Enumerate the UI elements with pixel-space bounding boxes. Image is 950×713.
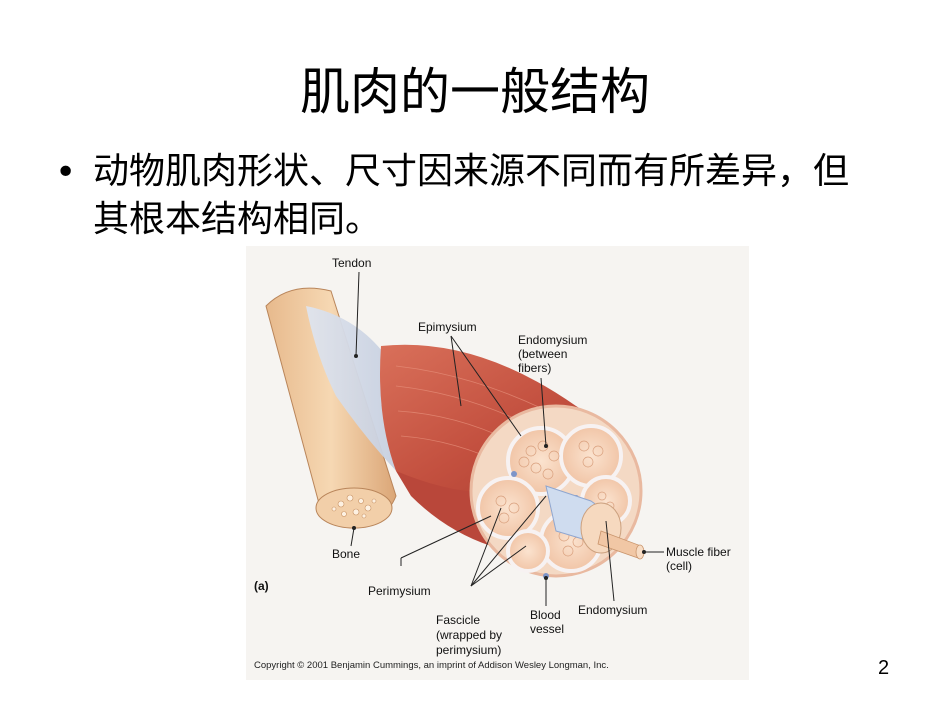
muscle-illustration bbox=[265, 271, 664, 606]
label-fascicle-2: (wrapped by bbox=[436, 628, 503, 642]
page-number: 2 bbox=[878, 657, 890, 679]
label-fascicle-1: Fascicle bbox=[436, 613, 481, 627]
bullet-text: 动物肌肉形状、尺寸因来源不同而有所差异，但其根本结构相同。 bbox=[93, 151, 850, 240]
label-endomysium-top-1: Endomysium bbox=[518, 333, 588, 347]
label-perimysium: Perimysium bbox=[368, 584, 431, 598]
cross-section bbox=[469, 404, 643, 579]
label-muscle-fiber-1: Muscle fiber bbox=[666, 545, 731, 559]
label-endomysium-top-3: fibers) bbox=[518, 361, 552, 375]
label-epimysium: Epimysium bbox=[418, 320, 477, 334]
slide-title: 肌肉的一般结构 bbox=[300, 63, 650, 121]
copyright-notice: Copyright © 2001 Benjamin Cummings, an i… bbox=[254, 660, 609, 671]
label-fascicle-3: perimysium) bbox=[436, 643, 502, 657]
panel-label: (a) bbox=[254, 579, 269, 593]
label-blood-vessel-2: vessel bbox=[530, 622, 565, 636]
bullet-marker: • bbox=[55, 152, 77, 193]
label-bone: Bone bbox=[332, 547, 361, 561]
muscle-fiber-shape bbox=[597, 530, 645, 560]
label-tendon: Tendon bbox=[332, 256, 372, 270]
label-blood-vessel-1: Blood bbox=[530, 608, 561, 622]
leader-lines bbox=[350, 271, 664, 606]
label-muscle-fiber-2: (cell) bbox=[666, 559, 692, 573]
label-endomysium-bottom: Endomysium bbox=[578, 603, 648, 617]
muscle-structure-figure: Tendon Epimysium Endomysium (between fib… bbox=[246, 246, 749, 680]
label-endomysium-top-2: (between bbox=[518, 347, 568, 361]
